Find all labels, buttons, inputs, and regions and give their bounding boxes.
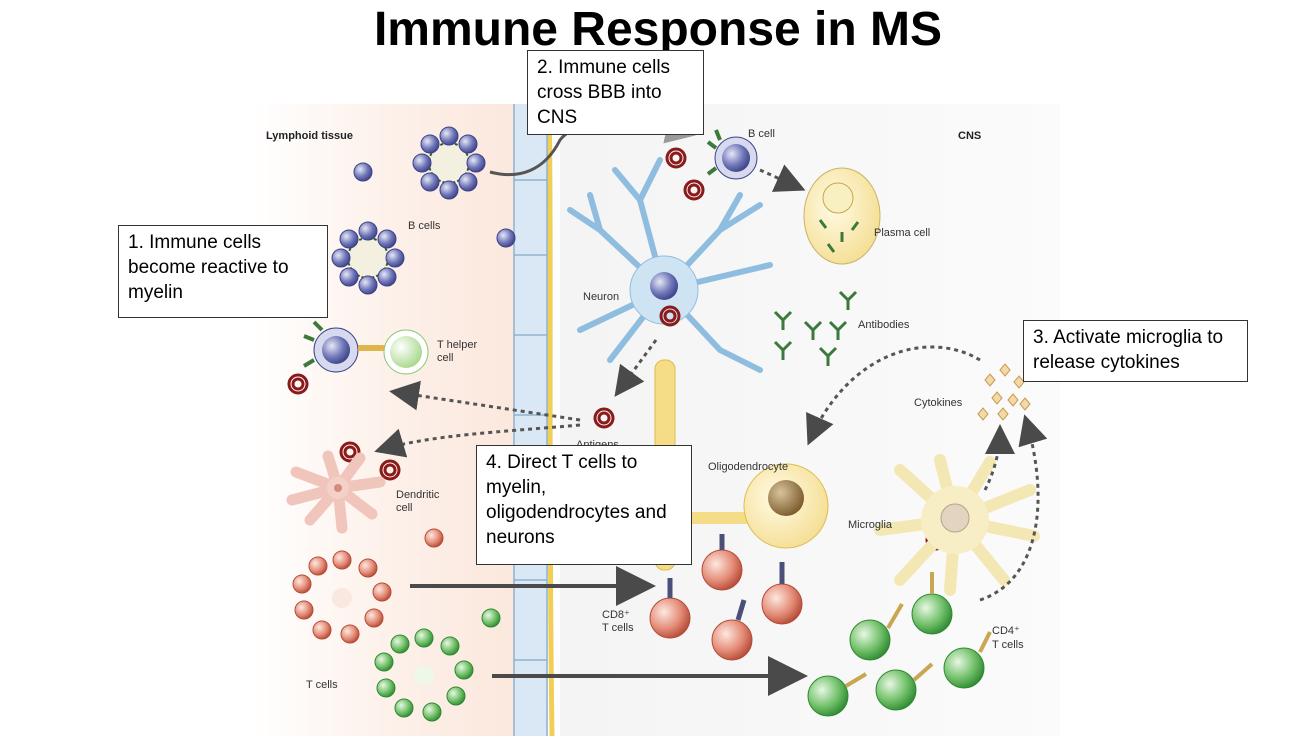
callout-step4: 4. Direct T cells to myelin, oligodendro… xyxy=(476,445,692,565)
cns-label: CNS xyxy=(958,130,981,142)
slide-title: Immune Response in MS xyxy=(373,3,943,56)
blood-brain-barrier xyxy=(513,103,555,737)
neuron-to-antigen-arrow xyxy=(614,339,658,397)
cd8-t-cell-cluster xyxy=(292,550,392,644)
dendritic-label-line2: cell xyxy=(396,502,413,514)
antibodies-group xyxy=(773,290,858,366)
b-cell-t-helper-pair xyxy=(302,320,429,375)
b-cell-cluster-top xyxy=(412,126,486,200)
microglia-label: Microglia xyxy=(848,519,893,531)
t-cell-single-red xyxy=(424,528,444,548)
neuron-label: Neuron xyxy=(583,291,619,303)
cd8-t-cells-cns xyxy=(649,534,803,661)
cd8-label-line1: CD8⁺ xyxy=(602,609,630,621)
lymphoid-tissue-region xyxy=(252,104,524,736)
callout-step1: 1. Immune cells become reactive to myeli… xyxy=(118,225,328,318)
callout-step3: 3. Activate microglia to release cytokin… xyxy=(1023,320,1248,382)
t-helper-label-line2: cell xyxy=(437,352,454,364)
cytokine-to-oligodendrocyte-arrow xyxy=(806,345,981,446)
callout-step2: 2. Immune cells cross BBB into CNS xyxy=(527,50,704,135)
plasma-cell xyxy=(803,167,881,265)
b-cell-single xyxy=(353,162,373,182)
cd4-t-cell-cluster xyxy=(374,628,474,722)
b-cell-cluster-bottom xyxy=(331,221,405,295)
t-cells-label: T cells xyxy=(306,679,338,691)
microglia-to-cytokine-arrow xyxy=(983,424,1015,491)
microglia xyxy=(874,454,1040,596)
antigen-to-thelper-arrow xyxy=(389,380,581,422)
cd4-t-cells-cns xyxy=(807,572,992,717)
cytokines-group xyxy=(977,363,1031,421)
dendritic-cell xyxy=(286,450,386,534)
oligodendrocyte-label: Oligodendrocyte xyxy=(708,461,788,473)
b-cell-label: B cell xyxy=(748,128,775,140)
cd4-label-line1: CD4⁺ xyxy=(992,625,1020,637)
oligodendrocyte xyxy=(675,463,829,549)
antibodies-label: Antibodies xyxy=(858,319,910,331)
plasma-cell-label: Plasma cell xyxy=(874,227,930,239)
cd4-label-line2: T cells xyxy=(992,639,1024,651)
cytokines-label: Cytokines xyxy=(914,397,963,409)
lymphoid-tissue-label: Lymphoid tissue xyxy=(266,130,353,142)
t-helper-label-line1: T helper xyxy=(437,339,477,351)
b-cell-single xyxy=(496,228,516,248)
cd4-to-cytokine-arrow xyxy=(979,414,1048,602)
cd8-label-line2: T cells xyxy=(602,622,634,634)
dendritic-label-line1: Dendritic xyxy=(396,489,440,501)
b-cells-label: B cells xyxy=(408,220,441,232)
t-cell-single-green xyxy=(481,608,501,628)
b-cell-cns xyxy=(706,129,758,180)
